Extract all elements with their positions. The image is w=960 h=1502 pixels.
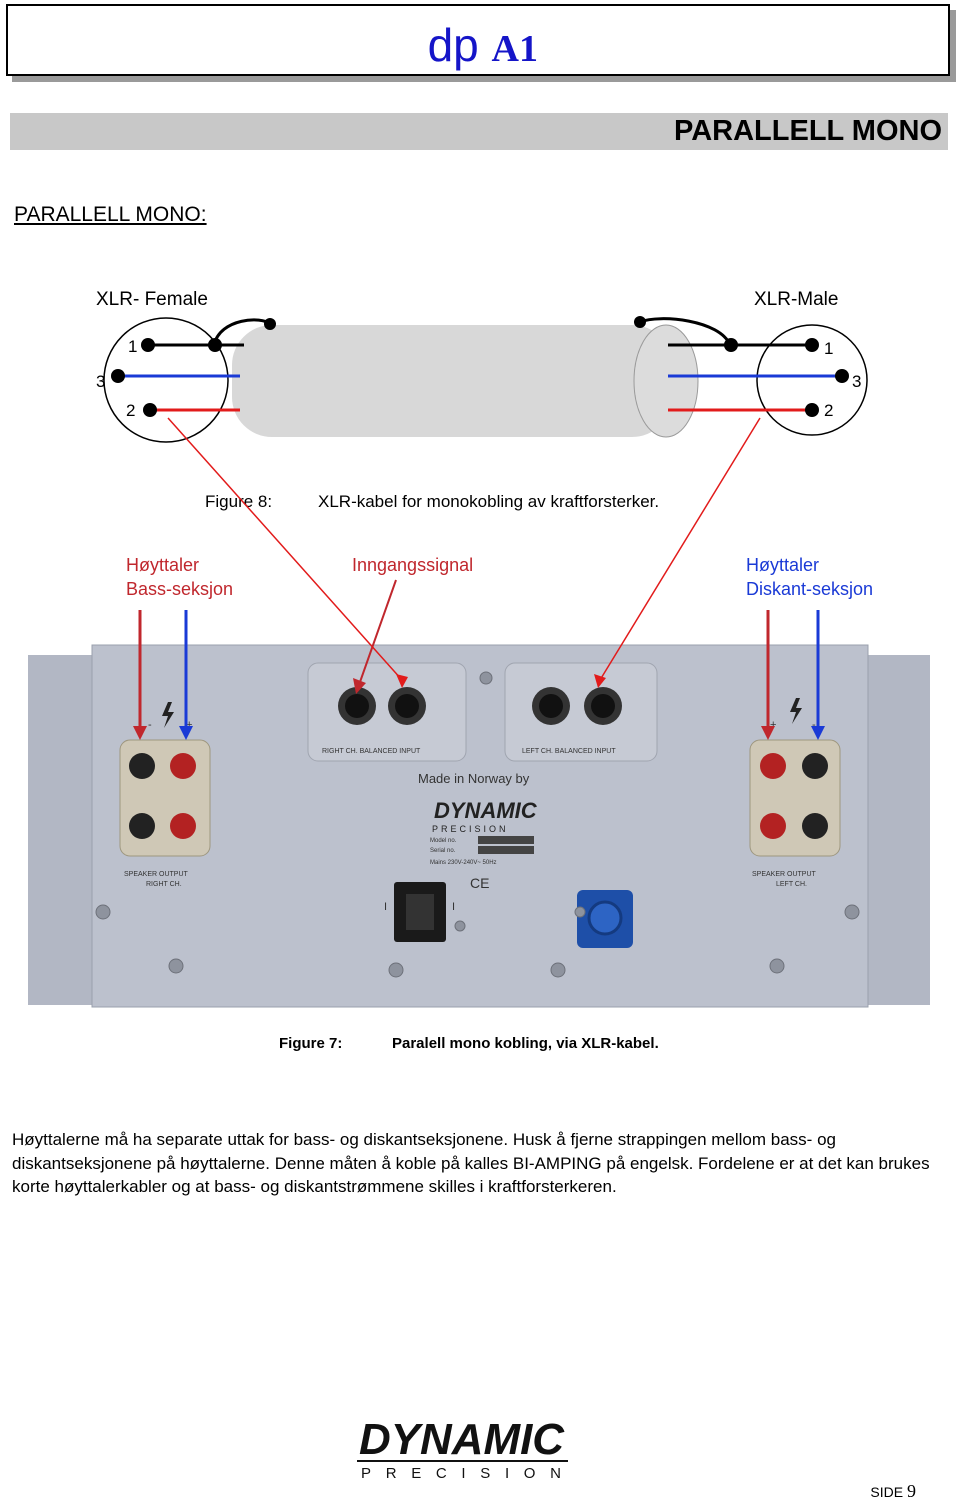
made-in-norway-label: Made in Norway by [418,771,530,786]
xlr-sockets [338,687,622,725]
cable-leader-left [167,417,403,681]
serial-value-box [478,846,534,854]
cable-leader-left-head [396,674,408,688]
footer-logo-top: DYNAMIC [359,1415,565,1464]
left-input-module [504,662,658,762]
treble-speaker-label-line2: Diskant-seksjon [746,579,873,599]
right-terminal-minus: - [148,719,152,731]
ce-mark: CE [470,875,489,891]
xlr-female-label: XLR- Female [96,289,208,310]
figure-8-label: Figure 8: [205,492,272,511]
panel-logo-bottom: PRECISION [432,824,509,834]
left-output-label-1: SPEAKER OUTPUT [752,871,817,878]
input-signal-arrow [359,579,397,683]
lightning-warning-icon [790,698,802,724]
bass-speaker-label-line2: Bass-seksjon [126,579,233,599]
treble-red-arrowhead [761,726,775,740]
cable-leader-right-head [594,674,606,688]
binding-posts [129,753,828,839]
section-band: PARALLELL MONO [10,113,948,150]
left-terminal-plus: + [770,719,776,731]
input-signal-label: Inngangssignal [352,555,473,575]
cable-leader-right [599,417,761,681]
female-pin-1-label: 1 [128,337,137,356]
cable-body [232,325,672,437]
section-title: PARALLELL MONO: [14,203,207,226]
model-label: Model no. [430,838,457,844]
annotations: Høyttaler Bass-seksjon Inngangssignal Hø… [126,555,873,599]
figure-7-label: Figure 7: [279,1035,343,1052]
footer-logo-rule [357,1460,568,1462]
mains-label: Mains 230V-240V~ 50Hz [430,860,497,866]
figure-8-caption: XLR-kabel for monokobling av kraftforste… [318,492,659,511]
bass-red-arrowhead [133,726,147,740]
amplifier-rear-panel: RIGHT CH. BALANCED INPUT LEFT CH. BALANC… [28,644,930,1008]
figure-7-caption: Paralell mono kobling, via XLR-kabel. [392,1035,659,1052]
document-title: dp A1 [428,18,538,72]
power-switch-rocker [406,894,434,930]
xlr-cable-diagram: XLR- Female XLR-Male 1 3 2 1 3 2 [96,289,868,511]
bass-speaker-label-line1: Høyttaler [126,555,199,575]
body-paragraph: Høyttalerne må ha separate uttak for bas… [12,1130,930,1196]
strap-loop-right [639,317,732,346]
xlr-male-connector [756,324,868,436]
right-terminal-plus: + [186,719,192,731]
female-pin-2-label: 2 [126,401,135,420]
treble-speaker-label-line1: Høyttaler [746,555,819,575]
power-inlet-socket [587,900,623,936]
male-pin-3-label: 3 [852,372,861,391]
left-output-label-2: LEFT CH. [776,881,807,888]
right-output-label-2: RIGHT CH. [146,881,182,888]
connection-arrows [133,417,825,740]
xlr-female-connector [103,317,229,443]
serial-label: Serial no. [430,848,456,854]
right-input-label: RIGHT CH. BALANCED INPUT [322,748,421,755]
model-value-box [478,836,534,844]
page-number: SIDE 9 [870,1481,916,1502]
panel-logo-top: DYNAMIC [434,798,538,823]
xlr-male-label: XLR-Male [754,289,838,310]
document-title-suffix: A1 [491,28,538,70]
panel-screws [95,671,860,978]
page-label: SIDE [870,1484,904,1500]
right-input-module [307,662,467,762]
switch-on-mark: I [452,901,455,913]
left-input-label: LEFT CH. BALANCED INPUT [522,748,616,755]
panel-plate [91,644,869,1008]
pin-dots [111,316,849,417]
footer-logo: DYNAMIC PRECISION [355,1400,570,1485]
treble-blue-arrowhead [811,726,825,740]
document-title-main: dp [427,19,479,71]
page-number-value: 9 [907,1481,916,1501]
cable-end [633,324,699,438]
figure-area: XLR- Female XLR-Male 1 3 2 1 3 2 [0,270,960,1040]
switch-off-mark: I [384,901,387,913]
left-terminal-minus: - [812,719,816,731]
male-pin-1-label: 1 [824,339,833,358]
input-signal-arrowhead [353,678,366,694]
right-output-label-1: SPEAKER OUTPUT [124,871,189,878]
document-header-box: dp A1 [6,4,950,76]
footer-logo-bottom: PRECISION [361,1465,561,1482]
lightning-warning-icon [162,702,174,728]
bass-blue-arrowhead [179,726,193,740]
male-pin-2-label: 2 [824,401,833,420]
female-pin-3-label: 3 [96,372,105,391]
section-band-title: PARALLELL MONO [674,115,942,147]
